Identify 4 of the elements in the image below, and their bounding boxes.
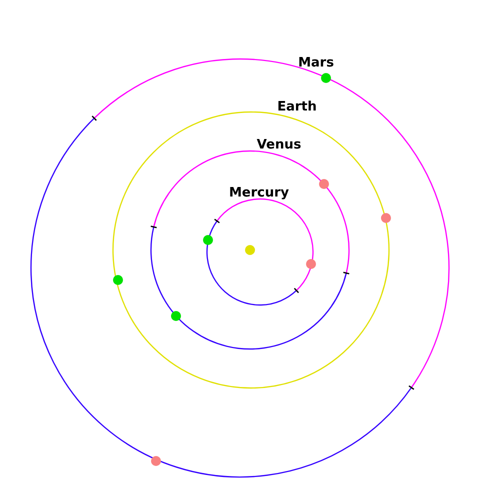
planet-label: Venus (256, 138, 302, 152)
planet-label: Earth (277, 100, 317, 114)
planet-label: Mercury (229, 186, 289, 200)
planet-label: Mars (298, 56, 334, 70)
